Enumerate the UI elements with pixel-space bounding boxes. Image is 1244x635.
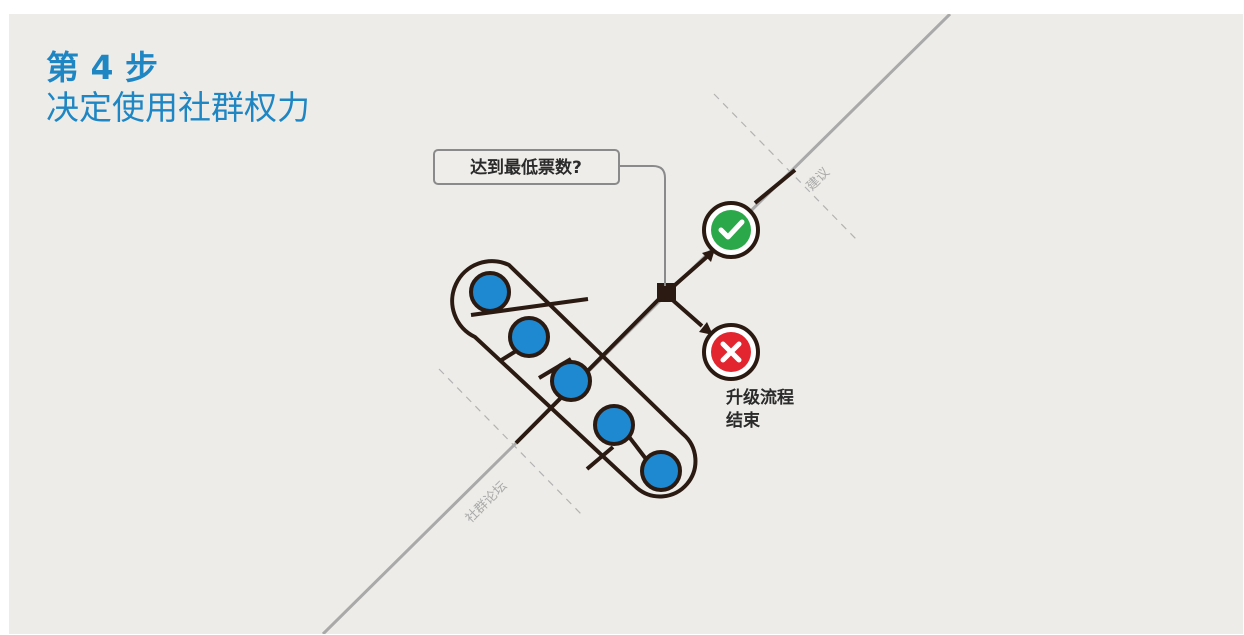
decision-node-icon (657, 283, 676, 302)
participant-circle (593, 404, 635, 446)
x-icon (702, 323, 760, 381)
callout-connector (619, 165, 666, 286)
boundary-line-top (713, 93, 857, 240)
step-subtitle: 决定使用社群权力 (46, 88, 310, 127)
boundary-line-bottom (438, 368, 585, 518)
process-diagram: 建议 社群论坛 达到最低票数? (321, 14, 952, 634)
outcome-label-line-1: 升级流程 (726, 387, 794, 408)
flow-line-entry (514, 291, 667, 445)
slide: 第 4 步 决定使用社群权力 建议 社群论坛 (9, 14, 1243, 634)
participant-circle (550, 360, 592, 402)
rail-4 (585, 445, 615, 471)
step-title: 第 4 步 (46, 48, 158, 87)
participant-circle (469, 271, 511, 313)
flow-line-after-yes (753, 168, 797, 205)
title-block: 第 4 步 决定使用社群权力 (46, 48, 310, 128)
participants-group (450, 259, 698, 499)
participant-circle (508, 316, 550, 358)
participant-circle (640, 450, 682, 492)
outcome-label-line-2: 结束 (726, 410, 760, 431)
track-label-forum: 社群论坛 (462, 478, 510, 526)
participants-frame (450, 259, 698, 499)
question-callout-box (433, 149, 620, 185)
question-callout-text: 达到最低票数? (470, 157, 582, 178)
arrow-head-yes (702, 249, 715, 262)
check-icon (702, 201, 760, 259)
arrow-head-no (699, 322, 713, 335)
